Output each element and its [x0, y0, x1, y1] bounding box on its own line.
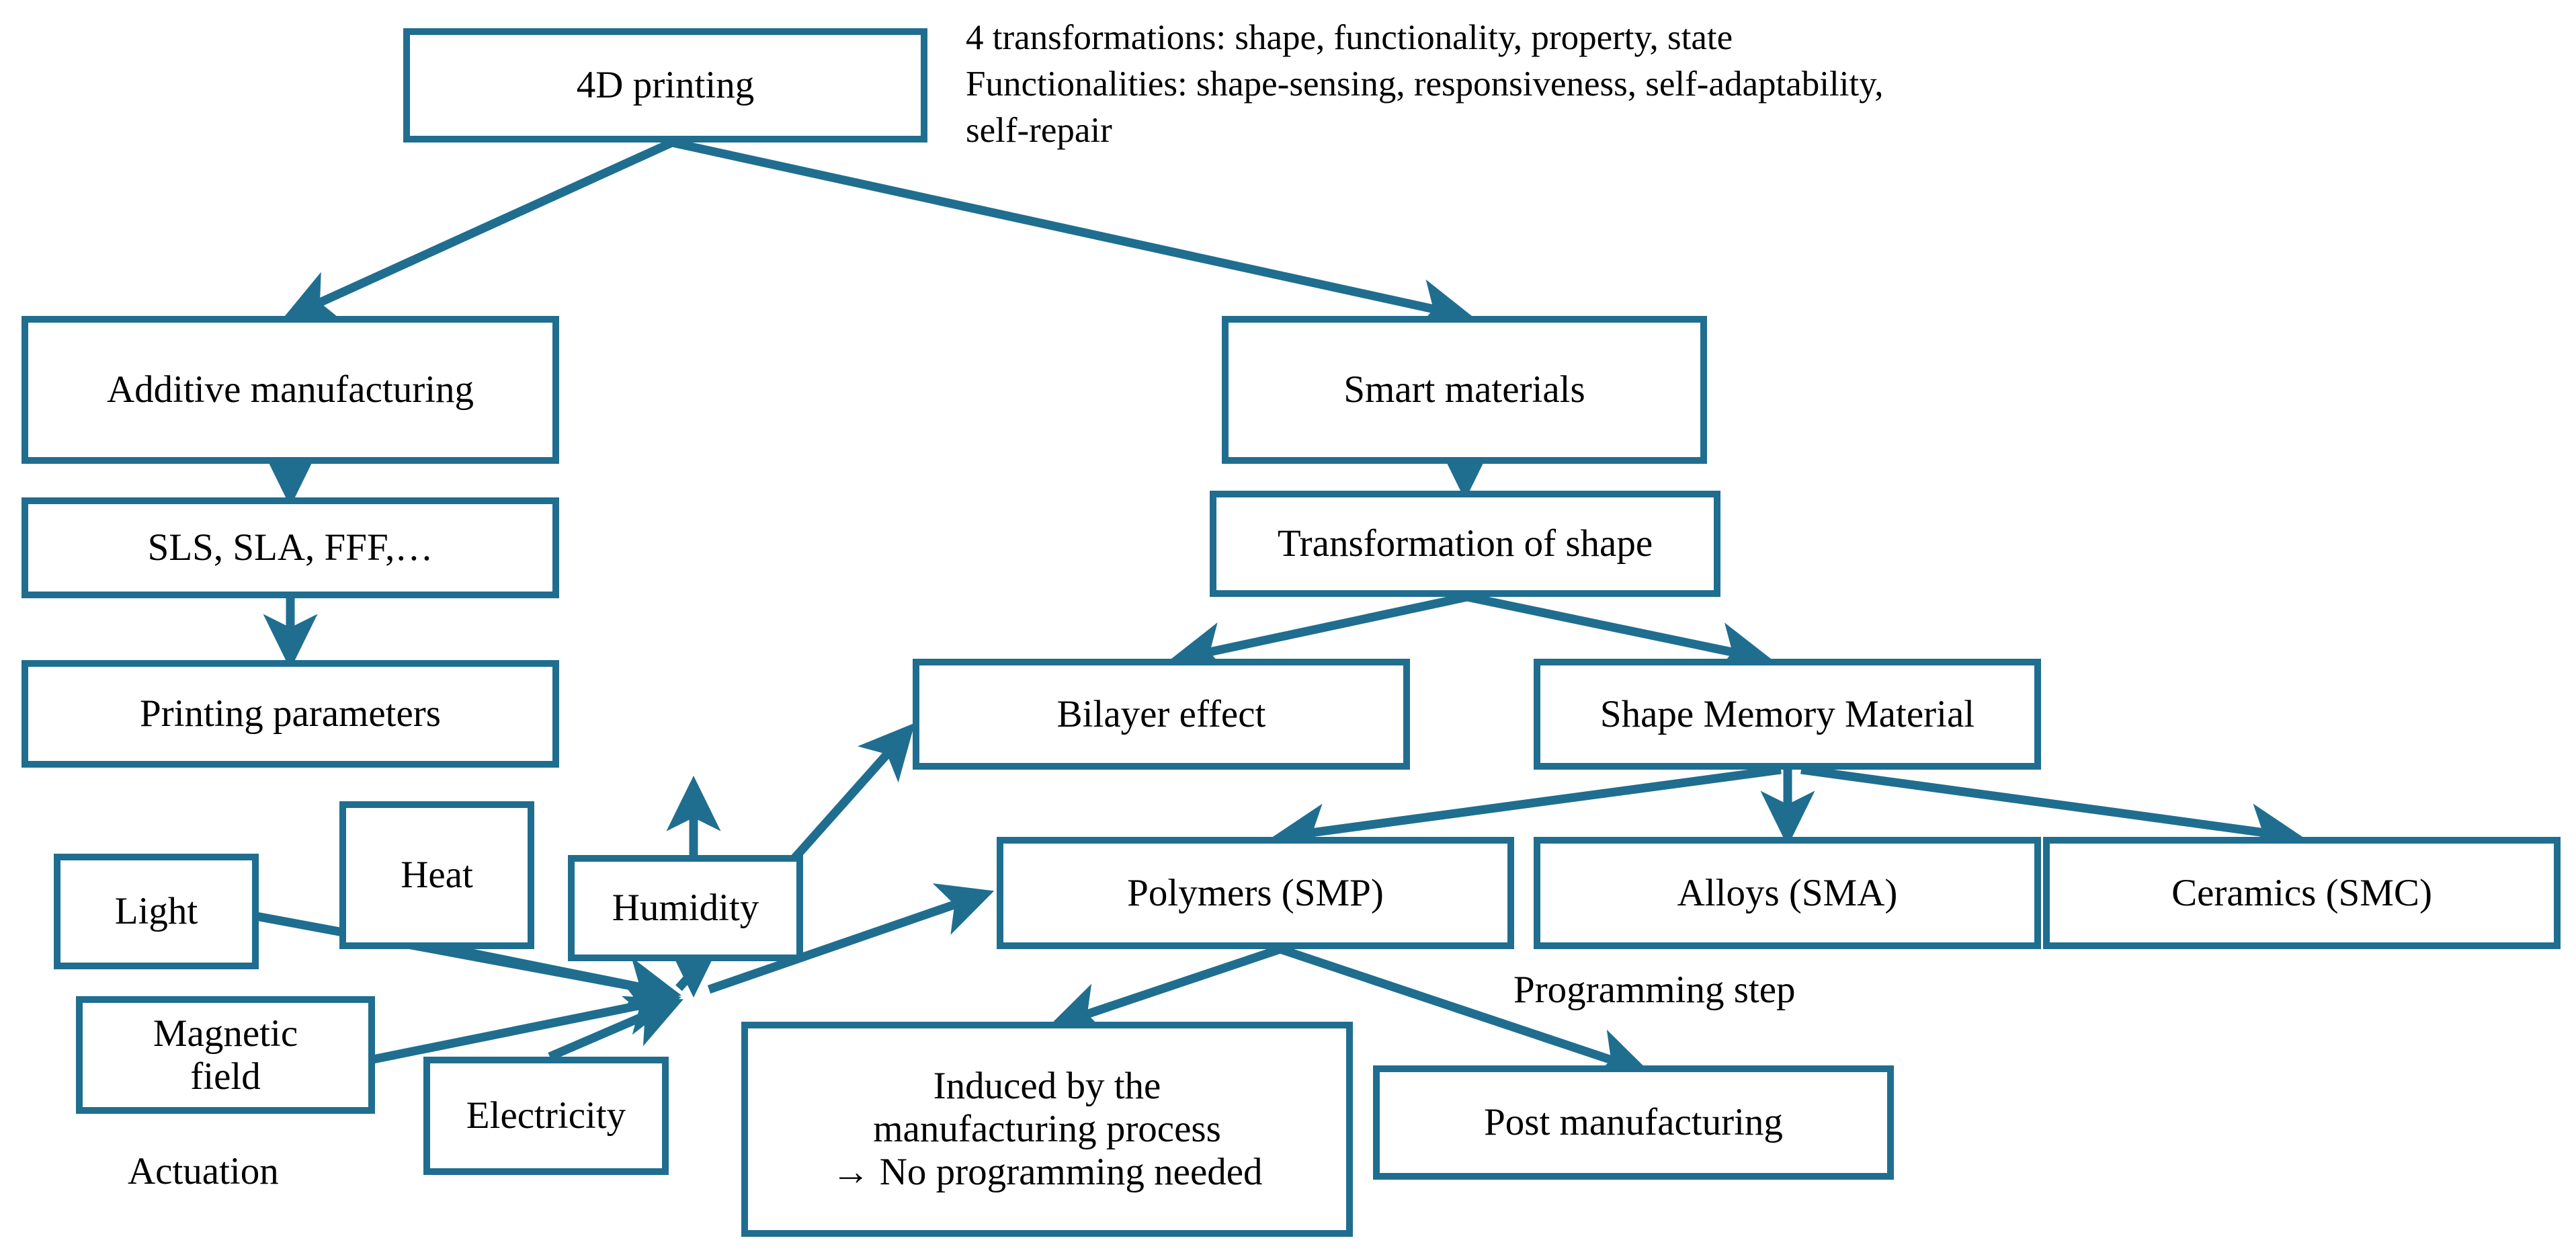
node-polymers-smp[interactable]: Polymers (SMP): [997, 837, 1514, 949]
node-humidity[interactable]: Humidity: [568, 855, 803, 961]
node-printing-parameters-label: Printing parameters: [140, 692, 441, 735]
node-magnetic-field-label: Magnetic field: [153, 1012, 298, 1098]
edge-transformation-to-bilayer: [1169, 592, 1468, 676]
edge-transformation-to-smm: [1466, 592, 1774, 676]
node-polymers-smp-label: Polymers (SMP): [1127, 871, 1384, 914]
node-smart-materials[interactable]: Smart materials: [1222, 316, 1707, 464]
node-transformation-of-shape-label: Transformation of shape: [1277, 522, 1653, 565]
node-magnetic-field[interactable]: Magnetic field: [76, 996, 375, 1114]
edge-root-to-smart: [671, 138, 1474, 333]
node-shape-memory-material-label: Shape Memory Material: [1599, 692, 1975, 735]
edge-polymers-to-post: [1278, 944, 1651, 1082]
node-light-label: Light: [114, 890, 198, 933]
node-shape-memory-material[interactable]: Shape Memory Material: [1534, 659, 2041, 770]
node-transformation-of-shape[interactable]: Transformation of shape: [1210, 491, 1720, 597]
node-light[interactable]: Light: [54, 854, 259, 969]
edge-hub-to-polymers: [707, 883, 995, 994]
edge-polymers-to-induced: [1047, 944, 1282, 1036]
node-ceramics-smc[interactable]: Ceramics (SMC): [2043, 837, 2561, 949]
node-4d-printing[interactable]: 4D printing: [403, 28, 927, 143]
node-processes-label: SLS, SLA, FFF,…: [147, 526, 433, 569]
edge-smm-to-ceramics: [1800, 765, 2304, 858]
node-processes[interactable]: SLS, SLA, FFF,…: [22, 497, 559, 598]
group-label-programming-step: Programming step: [1513, 969, 1796, 1011]
node-bilayer-effect[interactable]: Bilayer effect: [913, 659, 1410, 770]
node-induced-by-manufacturing-label: Induced by the manufacturing process → N…: [831, 1065, 1263, 1193]
annotation-transformations: 4 transformations: shape, functionality,…: [966, 18, 1884, 150]
edge-root-to-additive: [282, 138, 674, 322]
edge-magnetic-to-hub: [325, 981, 681, 1073]
node-post-manufacturing[interactable]: Post manufacturing: [1373, 1065, 1894, 1180]
node-electricity-label: Electricity: [466, 1094, 626, 1137]
node-alloys-sma-label: Alloys (SMA): [1677, 871, 1898, 914]
node-post-manufacturing-label: Post manufacturing: [1484, 1101, 1783, 1144]
node-bilayer-effect-label: Bilayer effect: [1056, 692, 1266, 735]
node-additive-manufacturing[interactable]: Additive manufacturing: [22, 316, 559, 464]
edge-smm-to-polymers: [1271, 765, 1782, 858]
node-heat-label: Heat: [401, 854, 473, 897]
node-4d-printing-label: 4D printing: [576, 64, 755, 107]
group-label-actuation: Actuation: [128, 1150, 279, 1192]
node-printing-parameters[interactable]: Printing parameters: [22, 660, 559, 768]
node-induced-by-manufacturing[interactable]: Induced by the manufacturing process → N…: [741, 1022, 1353, 1237]
node-heat[interactable]: Heat: [339, 801, 534, 949]
node-ceramics-smc-label: Ceramics (SMC): [2171, 871, 2432, 914]
node-alloys-sma[interactable]: Alloys (SMA): [1534, 837, 2041, 949]
edge-electricity-to-hub: [548, 996, 683, 1061]
node-smart-materials-label: Smart materials: [1343, 368, 1585, 411]
node-humidity-label: Humidity: [612, 887, 759, 930]
node-electricity[interactable]: Electricity: [423, 1057, 669, 1175]
node-additive-manufacturing-label: Additive manufacturing: [106, 368, 474, 411]
